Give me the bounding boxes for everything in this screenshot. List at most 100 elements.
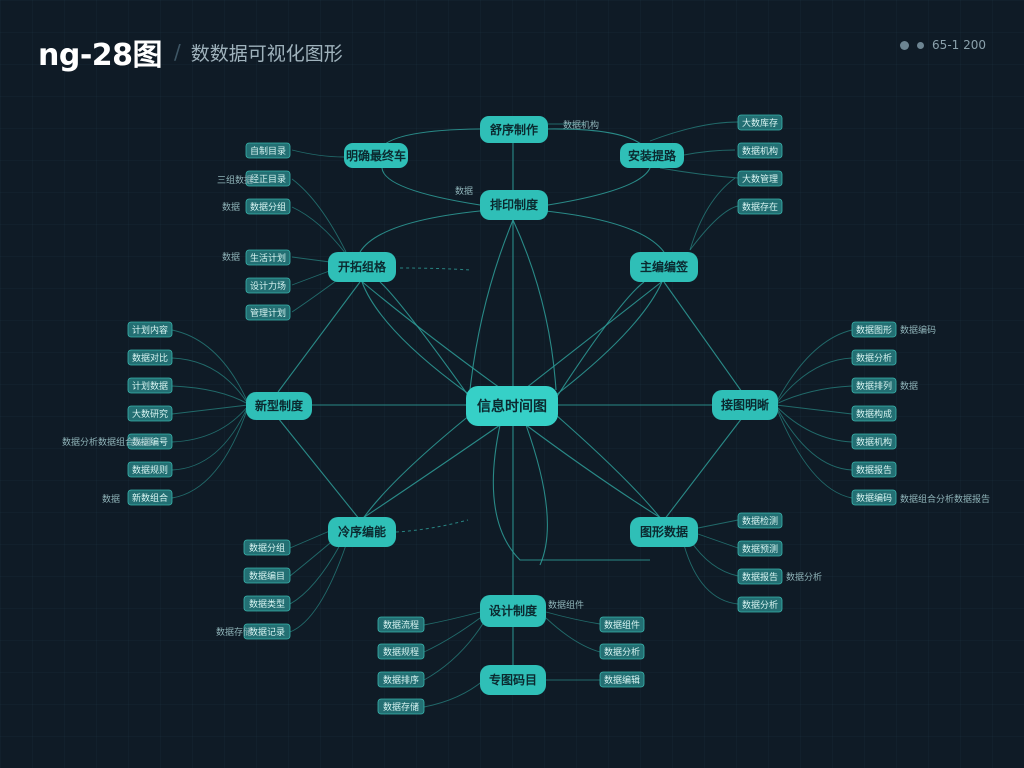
leaf-node[interactable]: 数据预测	[737, 540, 783, 557]
header: ng-28图 / 数数据可视化图形	[38, 30, 343, 74]
status-dot-icon	[900, 40, 910, 50]
leaf-node[interactable]: 数据对比	[127, 349, 173, 366]
svg-text:数据类型: 数据类型	[249, 598, 285, 610]
hub-node-left-lower[interactable]: 冷序编能	[328, 517, 396, 547]
hub-node-upper[interactable]: 排印制度	[480, 190, 548, 220]
hub-node-top-left[interactable]: 明确最终车	[344, 143, 408, 168]
leaf-node[interactable]: 数据编目	[243, 567, 291, 584]
svg-text:安装提路: 安装提路	[628, 148, 677, 163]
svg-text:图形数据: 图形数据	[640, 524, 688, 539]
leaf-node[interactable]: 生活计划	[245, 249, 291, 266]
annotation-label: 数据分析	[786, 571, 822, 583]
svg-text:数据机构: 数据机构	[742, 145, 778, 157]
leaf-node[interactable]: 自制目录	[245, 142, 291, 159]
leaf-node[interactable]: 数据编辑	[599, 671, 645, 688]
hub-node-right-upper[interactable]: 主编编签	[630, 252, 698, 282]
leaf-node[interactable]: 数据组件	[599, 616, 645, 633]
leaf-node[interactable]: 数据分析	[851, 349, 897, 366]
svg-text:数据存储: 数据存储	[383, 701, 419, 713]
hub-node-right[interactable]: 接图明晰	[712, 390, 778, 420]
leaf-node[interactable]: 数据类型	[243, 595, 291, 612]
leaf-node[interactable]: 数据分析	[599, 643, 645, 660]
leaf-node[interactable]: 数据报告	[737, 568, 783, 585]
leaf-node[interactable]: 计划数据	[127, 377, 173, 394]
svg-text:数据报告: 数据报告	[856, 464, 892, 476]
hub-node-bottom[interactable]: 设计制度	[480, 595, 546, 627]
svg-text:数据预测: 数据预测	[742, 543, 778, 555]
hub-node-right-lower[interactable]: 图形数据	[630, 517, 698, 547]
leaf-node[interactable]: 数据存在	[737, 198, 783, 215]
status-bar: 65-1 200	[900, 38, 986, 52]
leaf-node[interactable]: 数据流程	[377, 616, 425, 633]
svg-text:新型制度: 新型制度	[255, 398, 304, 413]
leaf-node[interactable]: 计划内容	[127, 321, 173, 338]
leaf-node[interactable]: 数据规则	[127, 461, 173, 478]
leaf-node[interactable]: 数据规程	[377, 643, 425, 660]
leaf-node[interactable]: 数据分析	[737, 596, 783, 613]
leaf-node[interactable]: 数据机构	[737, 142, 783, 159]
svg-text:主编编签: 主编编签	[640, 259, 689, 274]
leaf-node[interactable]: 数据排列	[851, 377, 897, 394]
svg-text:数据机构: 数据机构	[856, 436, 892, 448]
center-node[interactable]: 信息时间图	[466, 386, 558, 426]
leaf-node[interactable]: 数据编号	[127, 433, 173, 450]
leaf-node[interactable]: 数据分组	[243, 539, 291, 556]
hub-node-left-upper[interactable]: 开拓组格	[328, 252, 396, 282]
leaf-node[interactable]: 新数组合	[127, 489, 173, 506]
leaf-node[interactable]: 大数研究	[127, 405, 173, 422]
leaf-node[interactable]: 数据排序	[377, 671, 425, 688]
svg-text:专图码目: 专图码目	[489, 672, 537, 687]
leaf-node[interactable]: 数据编码	[851, 489, 897, 506]
svg-text:数据分析: 数据分析	[742, 599, 778, 611]
svg-text:数据编号: 数据编号	[132, 436, 168, 448]
leaf-node[interactable]: 数据报告	[851, 461, 897, 478]
svg-text:接图明晰: 接图明晰	[721, 397, 769, 412]
hub-node-left[interactable]: 新型制度	[246, 392, 312, 420]
annotation-label: 数据分析数据组合数据	[62, 436, 152, 448]
svg-text:设计力场: 设计力场	[250, 280, 286, 292]
svg-text:新数组合: 新数组合	[132, 492, 168, 504]
svg-text:大数库存: 大数库存	[742, 117, 778, 129]
page-subtitle: 数数据可视化图形	[190, 42, 343, 65]
leaf-node[interactable]: 大数库存	[737, 114, 783, 131]
leaf-node[interactable]: 设计力场	[245, 277, 291, 294]
leaf-node[interactable]: 数据分组	[245, 198, 291, 215]
svg-text:数据排列: 数据排列	[856, 380, 892, 392]
leaf-node[interactable]: 经正目录	[245, 170, 291, 187]
annotation-label: 数据机构	[563, 119, 599, 131]
leaf-node[interactable]: 数据图形	[851, 321, 897, 338]
leaf-node[interactable]: 数据记录	[243, 623, 291, 640]
svg-text:数据记录: 数据记录	[249, 626, 285, 638]
brand-title: ng-28图	[38, 38, 163, 73]
svg-text:数据规则: 数据规则	[132, 464, 168, 476]
svg-text:数据编码: 数据编码	[856, 492, 892, 504]
svg-text:数据分组: 数据分组	[249, 542, 285, 554]
svg-text:设计制度: 设计制度	[489, 603, 538, 618]
annotation-label: 数据	[455, 185, 473, 197]
leaf-node[interactable]: 数据存储	[377, 698, 425, 715]
hub-node-top[interactable]: 舒序制作	[480, 116, 548, 143]
svg-text:生活计划: 生活计划	[250, 252, 286, 264]
leaf-node[interactable]: 大数管理	[737, 170, 783, 187]
leaf-node[interactable]: 数据检测	[737, 512, 783, 529]
svg-text:数据分析: 数据分析	[604, 646, 640, 658]
hub-node-top-right[interactable]: 安装提路	[620, 143, 684, 168]
svg-text:数据规程: 数据规程	[383, 646, 419, 658]
leaf-node[interactable]: 数据机构	[851, 433, 897, 450]
annotations: 数据机构 三组数据 数据 数据 数据分析数据组合数据 数据 数据编码 数据 数据…	[62, 119, 990, 638]
svg-text:经正目录: 经正目录	[250, 173, 286, 185]
annotation-label: 三组数据	[217, 174, 253, 186]
hub-node-bottom-2[interactable]: 专图码目	[480, 665, 546, 695]
svg-text:排印制度: 排印制度	[490, 197, 539, 212]
svg-text:数据图形: 数据图形	[856, 324, 892, 336]
svg-text:数据排序: 数据排序	[383, 674, 419, 686]
svg-text:舒序制作: 舒序制作	[489, 122, 538, 137]
leaf-node[interactable]: 管理计划	[245, 304, 291, 321]
svg-text:管理计划: 管理计划	[250, 307, 286, 319]
svg-text:计划内容: 计划内容	[132, 324, 168, 336]
svg-text:数据编辑: 数据编辑	[604, 674, 640, 686]
annotation-label: 数据组件	[548, 599, 584, 611]
svg-text:数据对比: 数据对比	[132, 352, 168, 364]
leaf-node[interactable]: 数据构成	[851, 405, 897, 422]
